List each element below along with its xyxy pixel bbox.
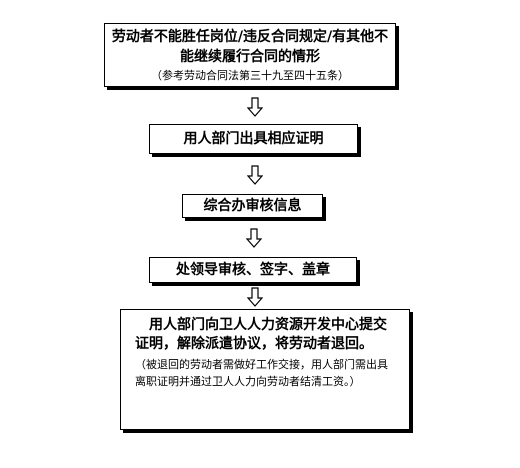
step-2-box: 用人部门出具相应证明 xyxy=(149,124,358,154)
step-4-box: 处领导审核、签字、盖章 xyxy=(149,257,357,283)
step-5-title: 用人部门向卫人人力资源开发中心提交证明，解除派遣协议，将劳动者退回。 xyxy=(135,317,387,352)
step-5-box: 用人部门向卫人人力资源开发中心提交证明，解除派遣协议，将劳动者退回。 （被退回的… xyxy=(120,309,410,430)
step-3-title: 综合办审核信息 xyxy=(203,198,302,214)
step-3-box: 综合办审核信息 xyxy=(182,194,323,218)
step-2-title: 用人部门出具相应证明 xyxy=(183,131,324,147)
down-arrow-icon xyxy=(247,165,263,185)
down-arrow-icon xyxy=(247,97,263,117)
step-1-title: 劳动者不能胜任岗位/违反合同规定/有其他不能继续履行合同的情形 xyxy=(111,29,389,65)
step-5-note: （被退回的劳动者需做好工作交接，用人部门需出具离职证明并通过卫人人力向劳动者结清… xyxy=(135,358,388,388)
down-arrow-icon xyxy=(247,287,263,307)
step-1-box: 劳动者不能胜任岗位/违反合同规定/有其他不能继续履行合同的情形 （参考劳动合同法… xyxy=(104,23,396,87)
down-arrow-icon xyxy=(246,228,262,248)
step-1-note: （参考劳动合同法第三十九至四十五条） xyxy=(151,69,349,82)
step-4-title: 处领导审核、签字、盖章 xyxy=(176,262,330,278)
